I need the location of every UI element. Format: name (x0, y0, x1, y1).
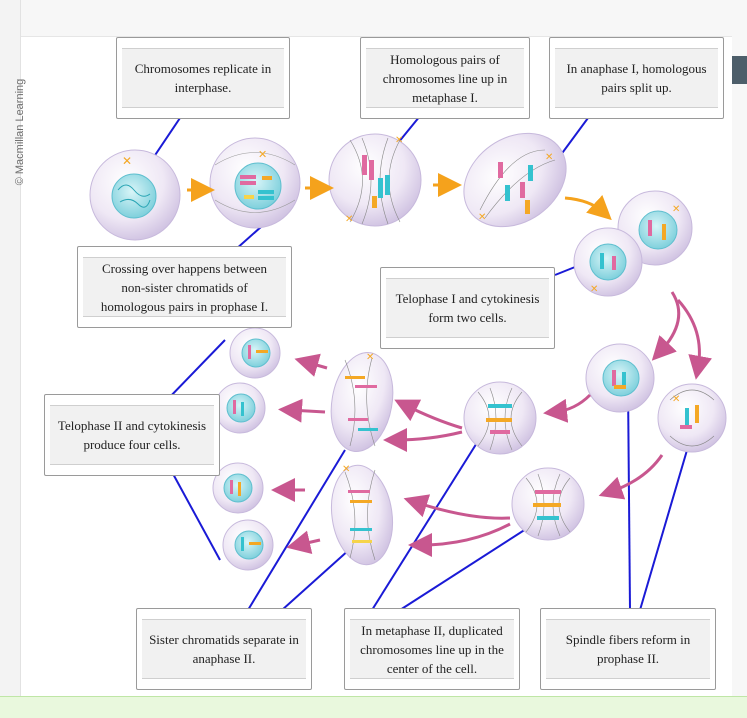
label-metaphase-2[interactable]: In metaphase II, duplicated chromosomes … (344, 608, 520, 690)
left-bar (0, 0, 21, 717)
label-sister-chromatids[interactable]: Sister chromatids separate in anaphase I… (136, 608, 312, 690)
cell-prophase-1: ✕ (209, 137, 301, 229)
label-spindle-reform-text: Spindle fibers reform in prophase II. (546, 619, 710, 679)
svg-text:✕: ✕ (342, 464, 350, 475)
bottom-feedback-bar (0, 696, 747, 718)
svg-text:✕: ✕ (395, 135, 403, 146)
svg-text:✕: ✕ (258, 149, 267, 161)
label-anaphase-1-text: In anaphase I, homologous pairs split up… (555, 48, 718, 108)
svg-text:✕: ✕ (672, 204, 680, 215)
svg-text:✕: ✕ (345, 214, 353, 225)
right-tab[interactable] (732, 56, 747, 84)
label-replicate-text: Chromosomes replicate in interphase. (122, 48, 284, 108)
cell-telophase-2-b (214, 382, 266, 434)
cell-anaphase-2-b: ✕ (330, 464, 394, 566)
cell-anaphase-2-a: ✕ (330, 351, 394, 453)
label-anaphase-1[interactable]: In anaphase I, homologous pairs split up… (549, 37, 724, 119)
top-bar (0, 0, 747, 37)
cell-metaphase-2-a (463, 381, 537, 455)
svg-text:✕: ✕ (590, 284, 598, 295)
label-replicate-interphase[interactable]: Chromosomes replicate in interphase. (116, 37, 290, 119)
cell-metaphase-1: ✕ ✕ (328, 133, 422, 227)
cell-telophase-2-a (229, 327, 281, 379)
cell-anaphase-1: ✕ ✕ (463, 132, 567, 228)
cell-telophase-2-c (212, 462, 264, 514)
cell-telophase-1-bottom: ✕ (573, 227, 643, 297)
cell-metaphase-2-b (511, 467, 585, 541)
svg-text:✕: ✕ (122, 154, 132, 168)
cell-prophase-2-b: ✕ (657, 383, 727, 453)
label-crossing-over[interactable]: Crossing over happens between non-sister… (77, 246, 292, 328)
svg-text:✕: ✕ (478, 212, 486, 223)
label-spindle-reform[interactable]: Spindle fibers reform in prophase II. (540, 608, 716, 690)
label-telophase-2-text: Telophase II and cytokinesis produce fou… (50, 405, 214, 465)
progression-arrows (187, 173, 712, 557)
label-crossing-over-text: Crossing over happens between non-sister… (83, 257, 286, 317)
cell-interphase: ✕ (89, 149, 181, 241)
svg-text:✕: ✕ (545, 152, 553, 163)
label-telophase-1-text: Telophase I and cytokinesis form two cel… (386, 278, 549, 338)
svg-text:✕: ✕ (366, 352, 374, 363)
cell-prophase-2-a (585, 343, 655, 413)
label-telophase-2[interactable]: Telophase II and cytokinesis produce fou… (44, 394, 220, 476)
label-metaphase-2-text: In metaphase II, duplicated chromosomes … (350, 619, 514, 679)
label-telophase-1[interactable]: Telophase I and cytokinesis form two cel… (380, 267, 555, 349)
svg-text:✕: ✕ (672, 394, 680, 405)
label-homologous-metaphase-1[interactable]: Homologous pairs of chromosomes line up … (360, 37, 530, 119)
right-scroll-area[interactable] (732, 36, 747, 696)
cell-telophase-2-d (222, 519, 274, 571)
label-sister-chromatids-text: Sister chromatids separate in anaphase I… (142, 619, 306, 679)
label-homologous-text: Homologous pairs of chromosomes line up … (366, 48, 524, 108)
